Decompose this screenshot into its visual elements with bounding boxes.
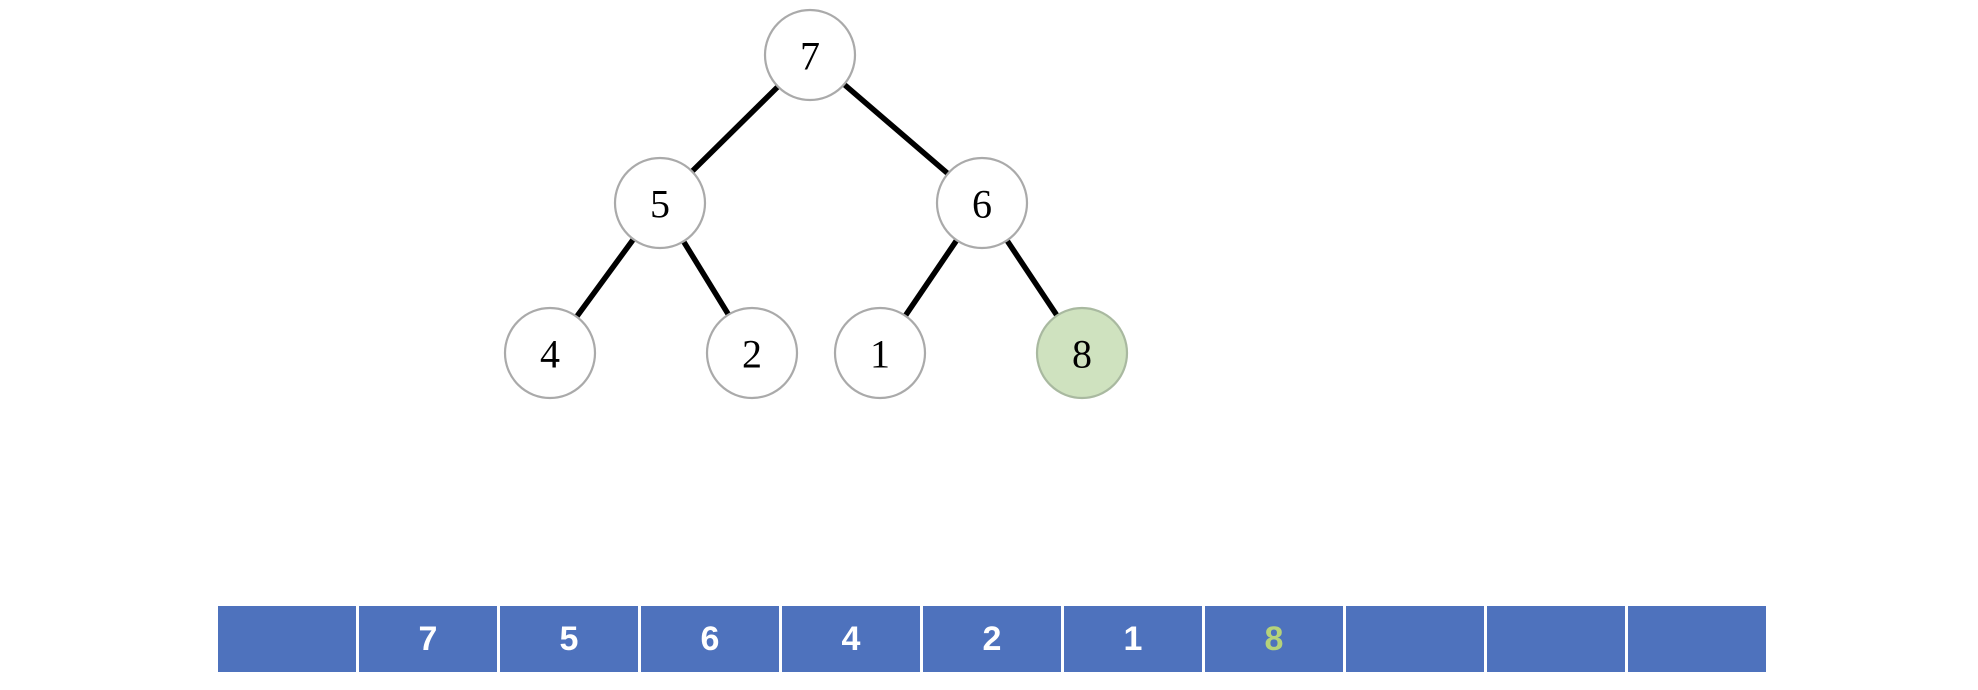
array-cell[interactable]: 7 — [359, 606, 497, 672]
tree-node-circle — [705, 306, 799, 400]
tree-node[interactable]: 5 — [613, 156, 707, 250]
tree-edge — [680, 238, 732, 318]
tree-node-label: 2 — [742, 332, 762, 377]
tree-node-label: 5 — [650, 182, 670, 227]
tree-edge-layer — [573, 80, 1061, 320]
tree-node-label: 6 — [972, 182, 992, 227]
tree-node-circle — [763, 8, 857, 102]
array-cell[interactable]: 2 — [923, 606, 1061, 672]
array-cell[interactable]: 6 — [641, 606, 779, 672]
tree-node-circle — [935, 156, 1029, 250]
tree-edge — [901, 237, 961, 319]
tree-node[interactable]: 8 — [1035, 306, 1129, 400]
tree-node[interactable]: 1 — [833, 306, 927, 400]
tree-node-layer: 7 5 6 4 2 1 8 — [503, 8, 1129, 400]
tree-node-label: 7 — [800, 34, 820, 79]
tree-node-label: 8 — [1072, 332, 1092, 377]
array-cell[interactable]: 4 — [782, 606, 920, 672]
tree-edge — [573, 236, 637, 320]
tree-node[interactable]: 2 — [705, 306, 799, 400]
array-cell-empty[interactable] — [1346, 606, 1484, 672]
tree-edge — [1003, 237, 1061, 319]
tree-node[interactable]: 6 — [935, 156, 1029, 250]
tree-node-circle — [613, 156, 707, 250]
array-cell-empty[interactable] — [1487, 606, 1625, 672]
binary-tree-diagram: 7 5 6 4 2 1 8 — [503, 8, 1129, 400]
array-cell[interactable]: 8 — [1205, 606, 1343, 672]
tree-node-circle — [503, 306, 597, 400]
tree-edge — [688, 83, 782, 175]
array-cell-empty[interactable] — [1628, 606, 1766, 672]
tree-edge — [840, 80, 952, 178]
tree-node-circle-highlighted — [1035, 306, 1129, 400]
tree-node-label: 4 — [540, 332, 560, 377]
array-cell[interactable]: 5 — [500, 606, 638, 672]
tree-node[interactable]: 7 — [763, 8, 857, 102]
array-cell[interactable]: 1 — [1064, 606, 1202, 672]
array-cell-empty[interactable] — [218, 606, 356, 672]
tree-node-circle — [833, 306, 927, 400]
tree-node-label: 1 — [870, 332, 890, 377]
tree-node[interactable]: 4 — [503, 306, 597, 400]
